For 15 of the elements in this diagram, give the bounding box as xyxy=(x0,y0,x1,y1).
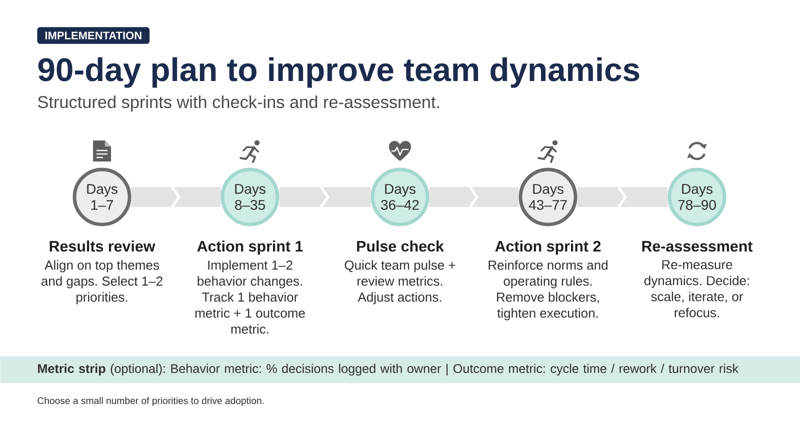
stage-description: Reinforce norms and operating rules. Remove blockers, tighten execution. xyxy=(488,260,608,320)
stage-heading: Results review xyxy=(50,240,156,252)
stage-description: Implement 1–2 behavior changes. Track 1 behavior metric + 1 outcome metric. xyxy=(195,260,305,334)
title: 90-day plan to improve team dynamics xyxy=(38,57,640,88)
stage-description: Quick team pulse + review metrics. Adjust actions. xyxy=(344,260,456,304)
stage-heading: Re-assessment xyxy=(642,241,753,252)
tag-badge: IMPLEMENTATION xyxy=(37,27,150,44)
stage-heading: Action sprint 2 xyxy=(495,240,601,255)
metric-strip: Metric strip (optional): Behavior metric: % decisions logged with owner | Outcome metric: cycle time / rework / turnover risk xyxy=(0,356,800,384)
stage-description: Re-measure dynamics. Decide: scale, iterate, or refocus. xyxy=(644,260,749,318)
footnote: Choose a small number of priorities to drive adoption. xyxy=(38,397,264,406)
stage-heading: Action sprint 1 xyxy=(197,240,303,255)
subtitle: Structured sprints with check-ins and re-assessment. xyxy=(38,96,439,112)
stage-description: Align on top themes and gaps. Select 1–2 priorities. xyxy=(41,260,162,304)
stage-heading: Pulse check xyxy=(357,240,444,252)
